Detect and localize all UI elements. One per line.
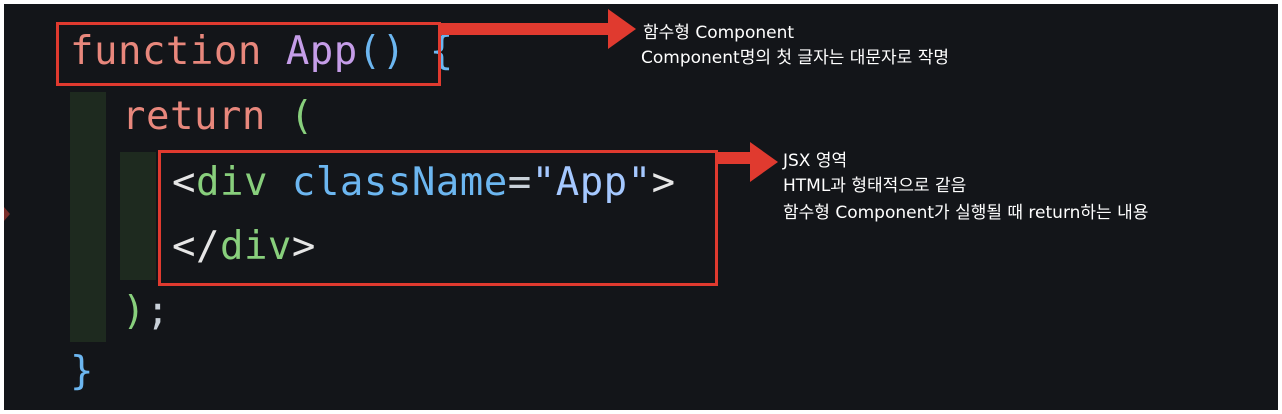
close-brace: } — [70, 349, 94, 394]
function-name: App — [285, 29, 358, 74]
keyword-return: return — [122, 94, 266, 139]
semicolon: ; — [145, 289, 170, 334]
open-brace: { — [429, 29, 454, 74]
attr-equals: = — [507, 160, 532, 205]
component-arrow-icon — [608, 9, 636, 49]
component-note-line-2: Component명의 첫 글자는 대문자로 작명 — [641, 48, 949, 68]
keyword-function: function — [70, 29, 262, 74]
attr-classname: className — [291, 160, 508, 205]
tag-name-div: div — [195, 160, 268, 205]
code-line-4: </div> — [172, 224, 316, 270]
code-line-3: <div className="App"> — [172, 160, 676, 206]
close-paren: ) — [122, 289, 146, 334]
jsx-note-line-3: 함수형 Component가 실행될 때 return하는 내용 — [783, 203, 1149, 223]
attr-value: "App" — [531, 160, 652, 205]
code-editor: function App() { return ( <div className… — [4, 4, 1278, 410]
jsx-highlight-box — [158, 150, 718, 286]
code-line-5: ); — [122, 289, 170, 335]
jsx-arrow-icon — [750, 142, 778, 182]
closing-tag-name: div — [219, 224, 292, 269]
jsx-arrow-shaft — [716, 152, 752, 164]
indent-guide-outer — [70, 92, 106, 342]
closing-tag-open: </ — [172, 224, 220, 269]
breakpoint-marker-icon — [4, 207, 10, 221]
indent-guide-inner — [120, 152, 156, 280]
function-parens: () — [357, 29, 406, 74]
tag-close-bracket: > — [651, 160, 676, 205]
open-paren: ( — [289, 94, 314, 139]
component-arrow-shaft — [440, 23, 610, 35]
component-note-line-1: 함수형 Component — [643, 23, 795, 43]
code-line-2: return ( — [122, 94, 314, 140]
closing-tag-close: > — [291, 224, 316, 269]
jsx-note-line-2: HTML과 형태적으로 같음 — [783, 176, 967, 196]
code-line-1: function App() { — [70, 29, 454, 75]
component-highlight-box — [56, 22, 441, 86]
jsx-note-line-1: JSX 영역 — [783, 151, 848, 171]
code-line-6: } — [70, 349, 94, 395]
tag-open-bracket: < — [172, 160, 196, 205]
